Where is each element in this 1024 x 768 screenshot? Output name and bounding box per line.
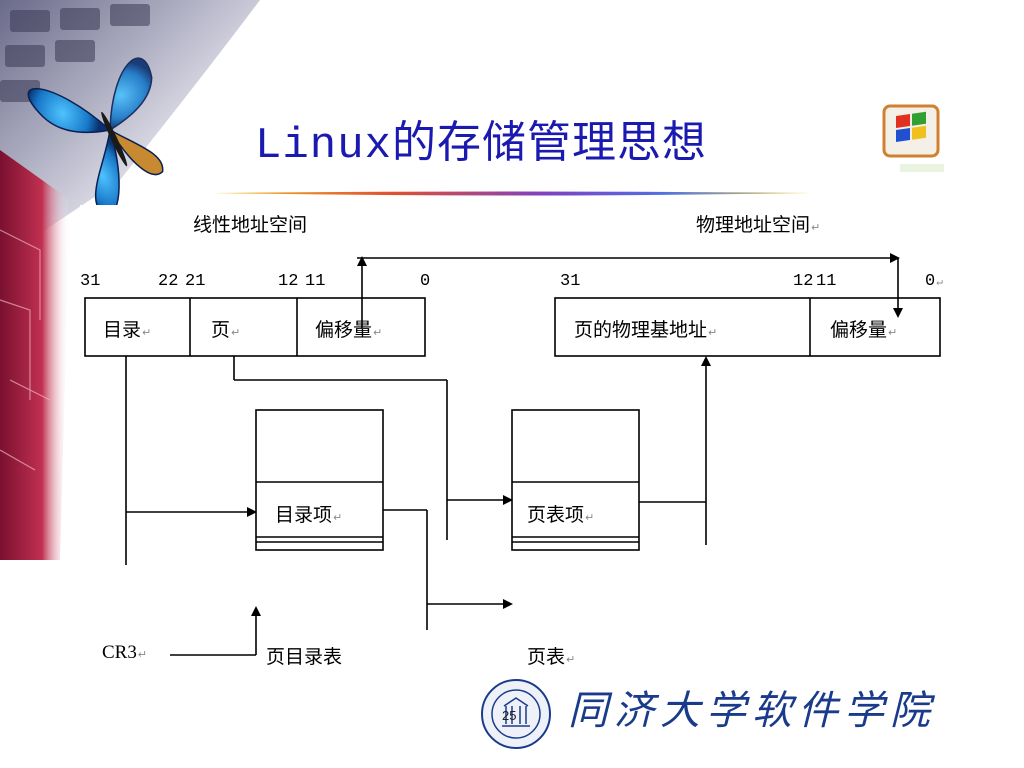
physical-bit-0: 0↵: [925, 272, 943, 291]
address-translation-diagram: [84, 253, 941, 656]
linear-bit-0: 0: [420, 272, 431, 291]
field-physical-offset: 偏移量↵: [830, 319, 898, 341]
title-underline: [212, 191, 812, 196]
slide-title: Linux的存储管理思想: [255, 121, 708, 171]
cr3-label: CR3↵: [102, 642, 148, 663]
school-name: 同济大学软件学院: [568, 688, 936, 734]
linear-bit-22: 22: [158, 272, 179, 291]
page-number: 25: [502, 708, 517, 723]
field-directory: 目录↵: [103, 319, 152, 341]
field-page: 页↵: [211, 319, 241, 341]
windows-logo-icon: [882, 104, 944, 172]
page-dir-table: [255, 409, 384, 551]
linear-bit-31: 31: [80, 272, 101, 291]
physical-bit-12: 12: [793, 272, 814, 291]
university-seal-logo: [481, 679, 551, 749]
physical-address-box: [554, 297, 941, 357]
linear-space-label: 线性地址空间: [193, 214, 308, 236]
linear-bit-11: 11: [305, 272, 326, 291]
physical-space-label: 物理地址空间↵: [696, 214, 821, 236]
field-physical-base: 页的物理基地址↵: [574, 319, 718, 341]
diagram-panel: [80, 205, 950, 685]
page-table-label: 页表↵: [527, 646, 576, 668]
decorative-corner: [0, 0, 260, 560]
physical-bit-11: 11: [816, 272, 837, 291]
physical-bit-31: 31: [560, 272, 581, 291]
page-dir-table-label: 页目录表: [266, 646, 343, 668]
page-table-box: [511, 409, 640, 551]
linear-bit-21: 21: [185, 272, 206, 291]
field-offset: 偏移量↵: [315, 319, 383, 341]
linear-address-box: [84, 297, 426, 357]
page-entry-label: 页表项↵: [527, 504, 595, 526]
linear-bit-12: 12: [278, 272, 299, 291]
dir-entry-label: 目录项↵: [275, 504, 343, 526]
